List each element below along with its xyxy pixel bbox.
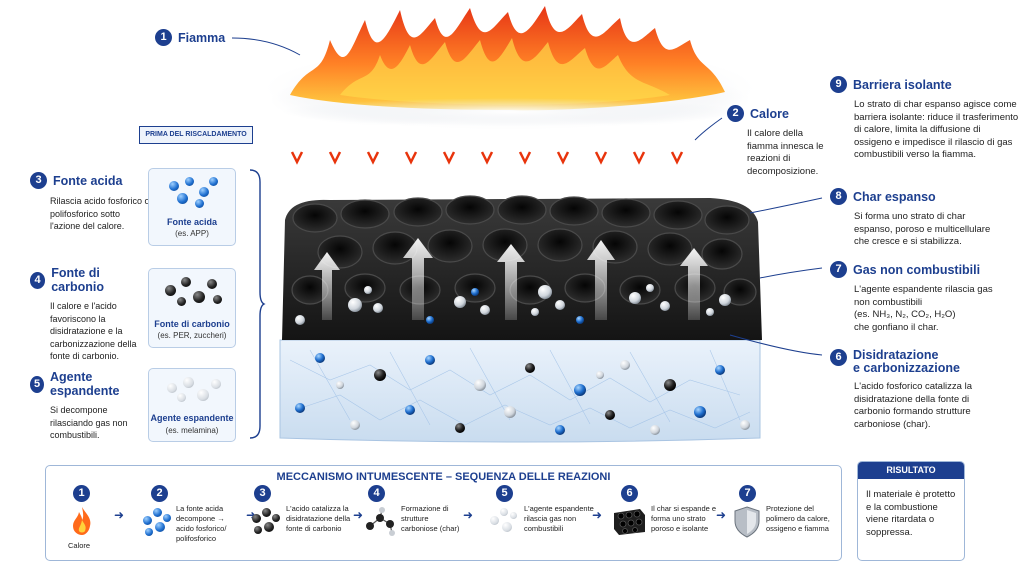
- arrow-right-icon: ➜: [114, 508, 125, 522]
- molecule-ball-icon: [177, 393, 186, 402]
- step-text: L'agente espandente rilascia gas non com…: [524, 504, 594, 533]
- step-text: Calore: [68, 541, 91, 550]
- molecules-black-icon: [250, 506, 280, 536]
- label-title: Agente espandente: [50, 370, 120, 398]
- label-title: Fiamma: [178, 30, 226, 45]
- step-number: 7: [830, 261, 847, 278]
- step-number: 3: [30, 172, 47, 189]
- icon-box-agente-espandente: Agente espandente (es. melamina): [148, 368, 236, 442]
- molecule-ball-icon: [213, 295, 222, 304]
- step-number: 2: [727, 105, 744, 122]
- char-block-icon: [614, 509, 645, 535]
- label-barriera: 9 Barriera isolante Lo strato di char es…: [830, 76, 1020, 162]
- label-title: Fonte di carbonio: [51, 266, 104, 294]
- label-text: L'agente espandente rilascia gas non com…: [854, 284, 993, 333]
- label-text: Si decompone rilasciando gas non combust…: [50, 405, 128, 440]
- arrow-right-icon: ➜: [592, 508, 603, 522]
- result-text: Il materiale è protetto e la combustione…: [866, 489, 956, 538]
- step-text: Protezione del polimero da calore, ossig…: [766, 504, 830, 533]
- arrow-right-icon: ➜: [246, 508, 257, 522]
- arrow-right-icon: ➜: [463, 508, 474, 522]
- molecule-ball-icon: [167, 383, 177, 393]
- step-text: Il char si espande e forma uno strato po…: [651, 504, 717, 533]
- label-fonte-acida: 3 Fonte acida Rilascia acido fosforico o…: [30, 172, 150, 233]
- label-fonte-carbonio: 4 Fonte di carbonio Il calore e l'acido …: [30, 266, 145, 363]
- step-number: 9: [830, 76, 847, 93]
- step-text: Formazione di strutture carboniose (char…: [401, 504, 460, 533]
- result-title: RISULTATO: [858, 462, 964, 479]
- molecule-ball-icon: [193, 291, 205, 303]
- label-fiamma: 1 Fiamma: [155, 29, 225, 46]
- molecule-ball-icon: [181, 277, 191, 287]
- molecule-ball-icon: [177, 297, 186, 306]
- step-number: 3: [254, 485, 271, 502]
- prima-riscaldamento-badge: PRIMA DEL RISCALDAMENTO: [139, 126, 253, 144]
- molecule-ball-icon: [185, 177, 194, 186]
- label-text: Il calore della fiamma innesca le reazio…: [747, 128, 824, 177]
- char-polymer-illustration: [279, 195, 762, 443]
- step-number: 1: [73, 485, 90, 502]
- sequence-panel: MECCANISMO INTUMESCENTE – SEQUENZA DELLE…: [45, 465, 842, 561]
- flame-icon: [73, 507, 91, 535]
- step-number: 7: [739, 485, 756, 502]
- label-text: Lo strato di char espanso agisce come ba…: [854, 99, 1019, 160]
- label-text: Si forma uno strato di char espanso, por…: [854, 211, 991, 247]
- icon-box-fonte-carbonio: Fonte di carbonio (es. PER, zuccheri): [148, 268, 236, 348]
- arrow-right-icon: ➜: [353, 508, 364, 522]
- step-text: La fonte acida decompone → acido fosfori…: [176, 504, 227, 543]
- icon-box-fonte-acida: Fonte acida (es. APP): [148, 168, 236, 246]
- molecule-ball-icon: [183, 377, 194, 388]
- molecule-ball-icon: [211, 379, 221, 389]
- molecule-ball-icon: [195, 199, 204, 208]
- step-number: 2: [151, 485, 168, 502]
- label-text: Rilascia acido fosforico o polifosforico…: [50, 196, 150, 231]
- arrow-right-icon: ➜: [716, 508, 727, 522]
- flame-illustration: [265, 6, 755, 165]
- molecule-ball-icon: [207, 279, 217, 289]
- step-number: 5: [30, 375, 44, 393]
- molecule-ball-icon: [197, 389, 209, 401]
- molecule-ball-icon: [199, 187, 209, 197]
- left-bracket: [249, 169, 266, 439]
- label-title: Gas non combustibili: [853, 262, 981, 277]
- step-number: 4: [368, 485, 385, 502]
- label-text: L'acido fosforico catalizza la disidrata…: [854, 381, 972, 430]
- label-text: Il calore e l'acido favoriscono la disid…: [50, 301, 137, 361]
- step-text: L'acido catalizza la disidratazione dell…: [286, 504, 351, 533]
- step-number: 5: [496, 485, 513, 502]
- label-gas: 7 Gas non combustibili L'agente espanden…: [830, 261, 1010, 334]
- label-calore: 2 Calore Il calore della fiamma innesca …: [727, 105, 827, 178]
- result-panel: RISULTATO Il materiale è protetto e la c…: [857, 461, 965, 561]
- shield-icon: [734, 506, 760, 538]
- label-title: Barriera isolante: [853, 77, 952, 92]
- label-agente-espandente: 5 Agente espandente Si decompone rilasci…: [30, 370, 145, 442]
- molecule-ball-icon: [209, 177, 218, 186]
- step-number: 8: [830, 188, 847, 205]
- step-number: 4: [30, 271, 46, 289]
- label-char-espanso: 8 Char espanso Si forma uno strato di ch…: [830, 188, 1010, 249]
- molecule-ball-icon: [169, 181, 179, 191]
- gas-molecules-icon: [488, 506, 518, 536]
- label-title: Fonte acida: [53, 173, 123, 188]
- sequence-title: MECCANISMO INTUMESCENTE – SEQUENZA DELLE…: [276, 471, 611, 483]
- label-title: Calore: [750, 106, 789, 121]
- step-number: 6: [830, 349, 847, 366]
- label-title: Char espanso: [853, 189, 936, 204]
- molecule-ball-icon: [177, 193, 188, 204]
- step-number: 1: [155, 29, 172, 46]
- char-structure-icon: [366, 507, 395, 536]
- molecule-ball-icon: [165, 285, 176, 296]
- molecules-blue-icon: [141, 506, 171, 536]
- step-number: 6: [621, 485, 638, 502]
